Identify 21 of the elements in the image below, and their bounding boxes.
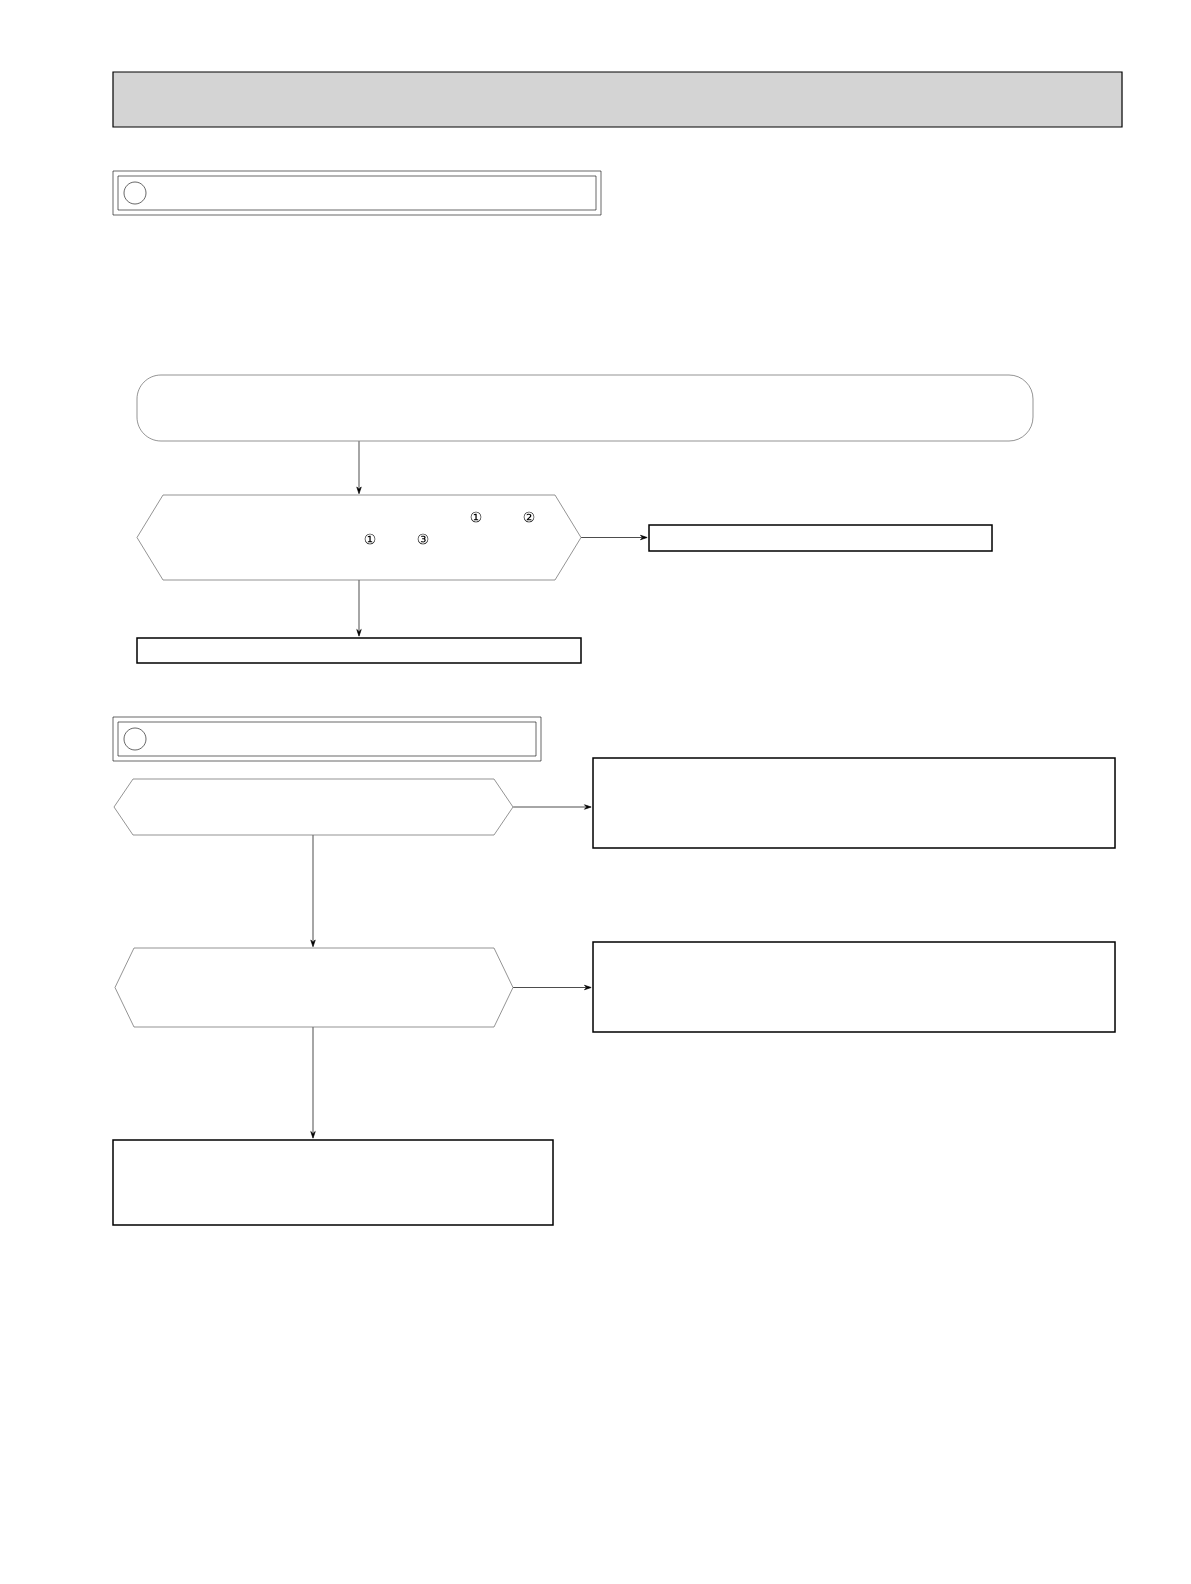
arrow: [356, 579, 362, 637]
decision-hexagon: ① ② ① ③: [136, 494, 582, 581]
result-box: [112, 1139, 554, 1226]
start-box: [136, 374, 1034, 442]
header-band: [112, 71, 1123, 128]
decision-hexagon: [113, 778, 514, 836]
arrow: [356, 440, 362, 495]
result-box: [136, 637, 582, 664]
arrow: [580, 534, 648, 541]
result-box: [592, 757, 1116, 849]
circle-marker: [123, 727, 147, 751]
decision-hexagon: [114, 947, 514, 1028]
arrow: [310, 834, 316, 948]
arrow: [512, 984, 592, 991]
result-box: [592, 941, 1116, 1033]
result-box: [648, 524, 993, 552]
circle-marker: [123, 181, 147, 205]
arrow: [310, 1026, 316, 1139]
section-heading-box: [112, 716, 542, 762]
section-heading-box: [112, 170, 602, 216]
arrow: [512, 804, 592, 810]
